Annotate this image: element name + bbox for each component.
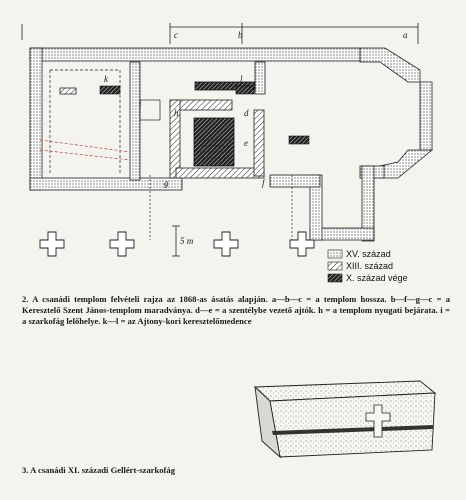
church-floor-plan: c b a [21,23,434,283]
figure-2-caption: 2. A csanádi templom felvételi rajza az … [22,294,450,326]
legend-swatch-x [327,273,343,283]
legend-swatch-xiii [327,261,343,271]
legend: XV. század XIII. század X. század vége [327,249,408,283]
letter-h: h [174,108,179,118]
letter-a: a [403,30,408,40]
walls-xv-century [29,47,434,242]
legend-label-xiii: XIII. század [346,261,393,271]
letter-d: d [244,108,249,118]
legend-swatch-xv [327,249,343,259]
pillar-crosses [39,231,315,257]
letter-g: g [164,178,169,188]
walls-xiii-century [59,87,265,179]
legend-label-x: X. század vége [346,273,408,283]
plan-lines [39,69,293,240]
stairs [200,139,230,159]
letter-b: b [238,30,243,40]
walls-x-century [193,81,256,167]
letter-k: k [104,74,109,84]
letter-e: e [244,138,248,148]
dimension-line-abc [21,23,419,44]
sarcophagus-illustration [253,380,437,459]
letter-c: c [174,30,178,40]
sarcophagus-marker [99,85,310,145]
legend-label-xv: XV. század [346,249,391,259]
letter-l: l [240,74,243,84]
scale-bar [172,225,180,257]
letter-i: i [139,100,142,110]
figure-3-caption: 3. A csanádi XI. századi Gellért-szarkof… [22,465,176,475]
scale-label: 5 m [180,236,194,246]
letter-f: f [262,178,266,188]
